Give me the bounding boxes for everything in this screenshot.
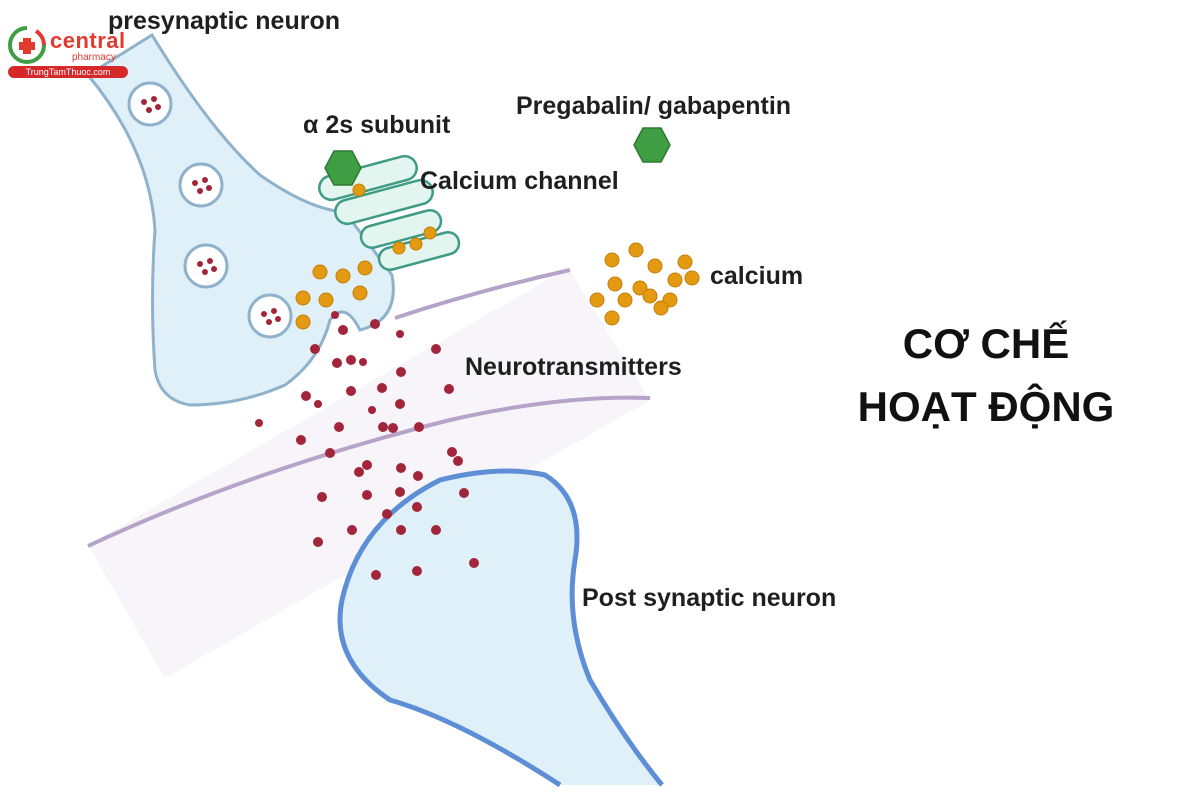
vesicle [247, 293, 293, 339]
postsynaptic-neuron [337, 468, 664, 788]
presynaptic-membrane [394, 268, 571, 320]
vesicle [183, 243, 229, 289]
drug-hexagon-free [633, 127, 671, 163]
calcium-channel-label: Calcium channel [420, 167, 619, 195]
brand-logo: central pharmacy TrungTamThuoc.com [6, 18, 130, 82]
drug-hexagon-bound [324, 150, 362, 186]
vesicle [178, 162, 224, 208]
vesicle [127, 81, 173, 127]
title-line-1: CƠ CHẾ [902, 320, 1070, 367]
calcium-channel [318, 154, 461, 272]
neurotransmitter-particles [255, 311, 479, 580]
logo-url: TrungTamThuoc.com [8, 66, 128, 78]
cross-circle-icon [8, 26, 46, 64]
vesicles [127, 81, 293, 339]
calcium-ions [295, 183, 700, 330]
logo-subtitle: pharmacy [72, 52, 116, 63]
synaptic-cleft [88, 268, 650, 678]
logo-word: central [50, 28, 126, 53]
title-line-2: HOẠT ĐỘNG [857, 383, 1115, 430]
pregabalin-label: Pregabalin/ gabapentin [516, 92, 792, 120]
alpha-subunit-label: α 2s subunit [303, 111, 451, 139]
post-synaptic-neuron-label: Post synaptic neuron [582, 584, 837, 612]
calcium-label: calcium [710, 262, 804, 290]
presynaptic-neuron [85, 32, 395, 407]
presynaptic-neuron-label: presynaptic neuron [108, 7, 340, 35]
neurotransmitters-label: Neurotransmitters [465, 353, 682, 381]
